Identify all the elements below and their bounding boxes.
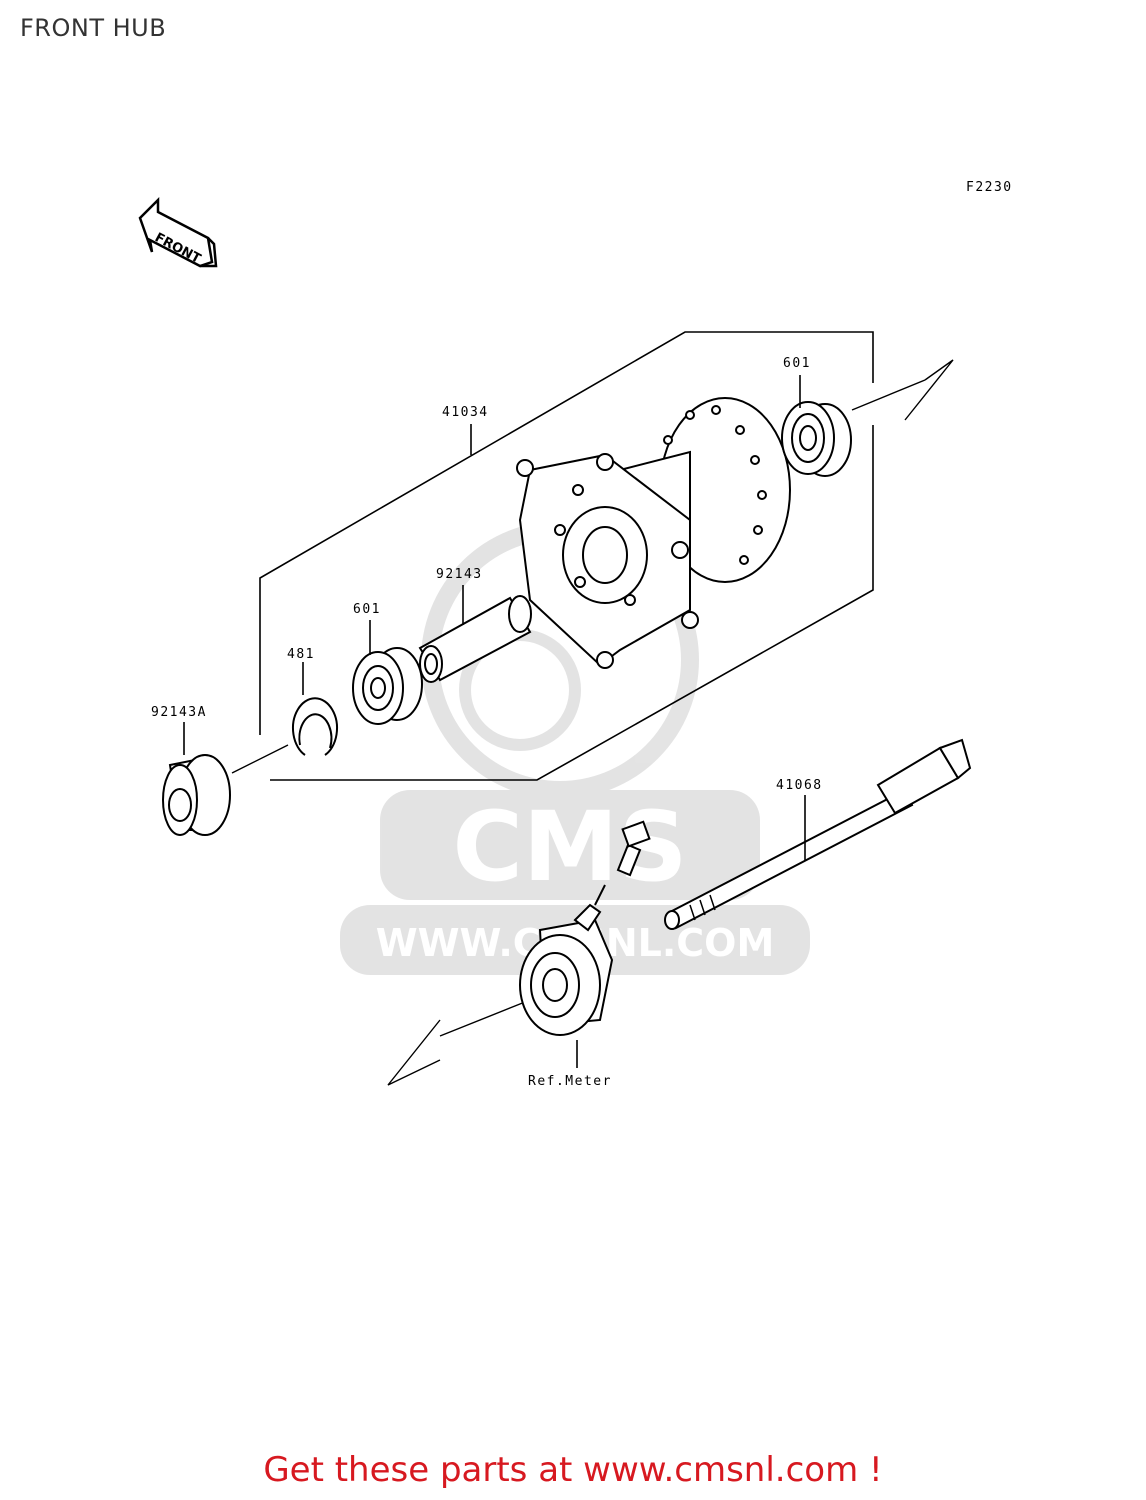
parts-diagram: CMS WWW.CMSNL.COM FRONT F2230 — [138, 180, 1013, 1089]
callout-601-right: 601 — [783, 356, 811, 371]
figure-code: F2230 — [966, 180, 1013, 195]
get-parts-link[interactable]: Get these parts at www.cmsnl.com ! — [263, 1450, 883, 1490]
axle-41068[interactable] — [664, 738, 972, 930]
callout-92143: 92143 — [436, 567, 483, 582]
callout-601-left: 601 — [353, 602, 381, 617]
bearing-601-left[interactable] — [352, 647, 423, 725]
watermark-brand: CMS — [452, 791, 687, 903]
hub-41034[interactable] — [516, 397, 791, 669]
spacer-92143[interactable] — [418, 595, 532, 683]
axis-lines — [231, 359, 954, 1086]
page-title: FRONT HUB — [20, 14, 167, 42]
bearing-601-right[interactable] — [781, 401, 852, 477]
callout-41068: 41068 — [776, 778, 823, 793]
assembly-outline — [259, 331, 874, 781]
callout-481: 481 — [287, 647, 315, 662]
callout-41034: 41034 — [442, 405, 489, 420]
collar-92143A[interactable] — [162, 754, 231, 836]
circlip-481[interactable] — [292, 697, 338, 756]
front-arrow-icon: FRONT — [138, 196, 218, 268]
callout-ref-meter: Ref.Meter — [528, 1074, 612, 1089]
callout-92143A: 92143A — [151, 705, 207, 720]
callout-leaders — [183, 375, 806, 1068]
meter-gear-ref[interactable] — [519, 820, 651, 1036]
